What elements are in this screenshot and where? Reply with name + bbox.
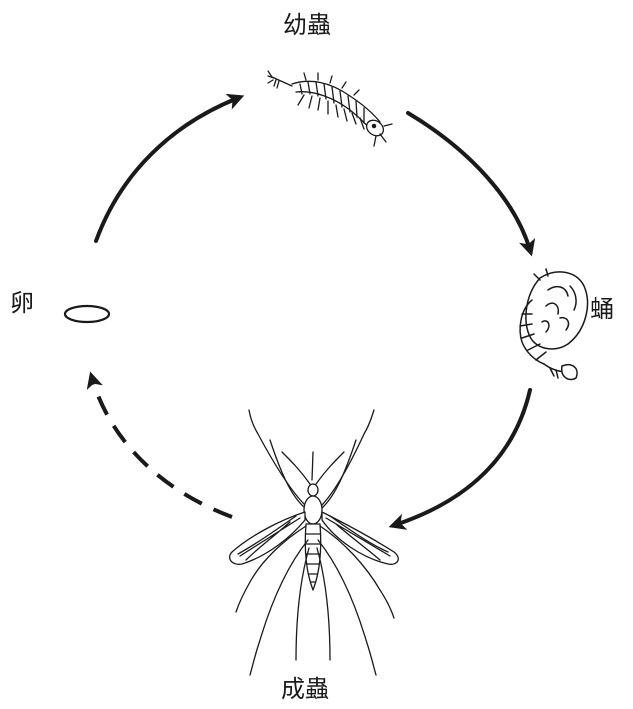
adult-mosquito-illustration (230, 410, 399, 675)
arrow-larva-to-pupa (408, 113, 530, 250)
arrow-egg-to-larva (96, 98, 238, 241)
pupa-illustration (520, 269, 587, 380)
adult-label: 成蟲 (281, 677, 329, 701)
larva-illustration (268, 71, 392, 146)
egg-illustration (65, 306, 109, 322)
arrow-pupa-to-adult (395, 390, 530, 525)
pupa-label: 蛹 (590, 297, 614, 321)
larva-label: 幼蟲 (283, 13, 331, 37)
egg-label: 卵 (10, 291, 34, 315)
arrow-adult-to-egg-dashed (92, 378, 232, 517)
